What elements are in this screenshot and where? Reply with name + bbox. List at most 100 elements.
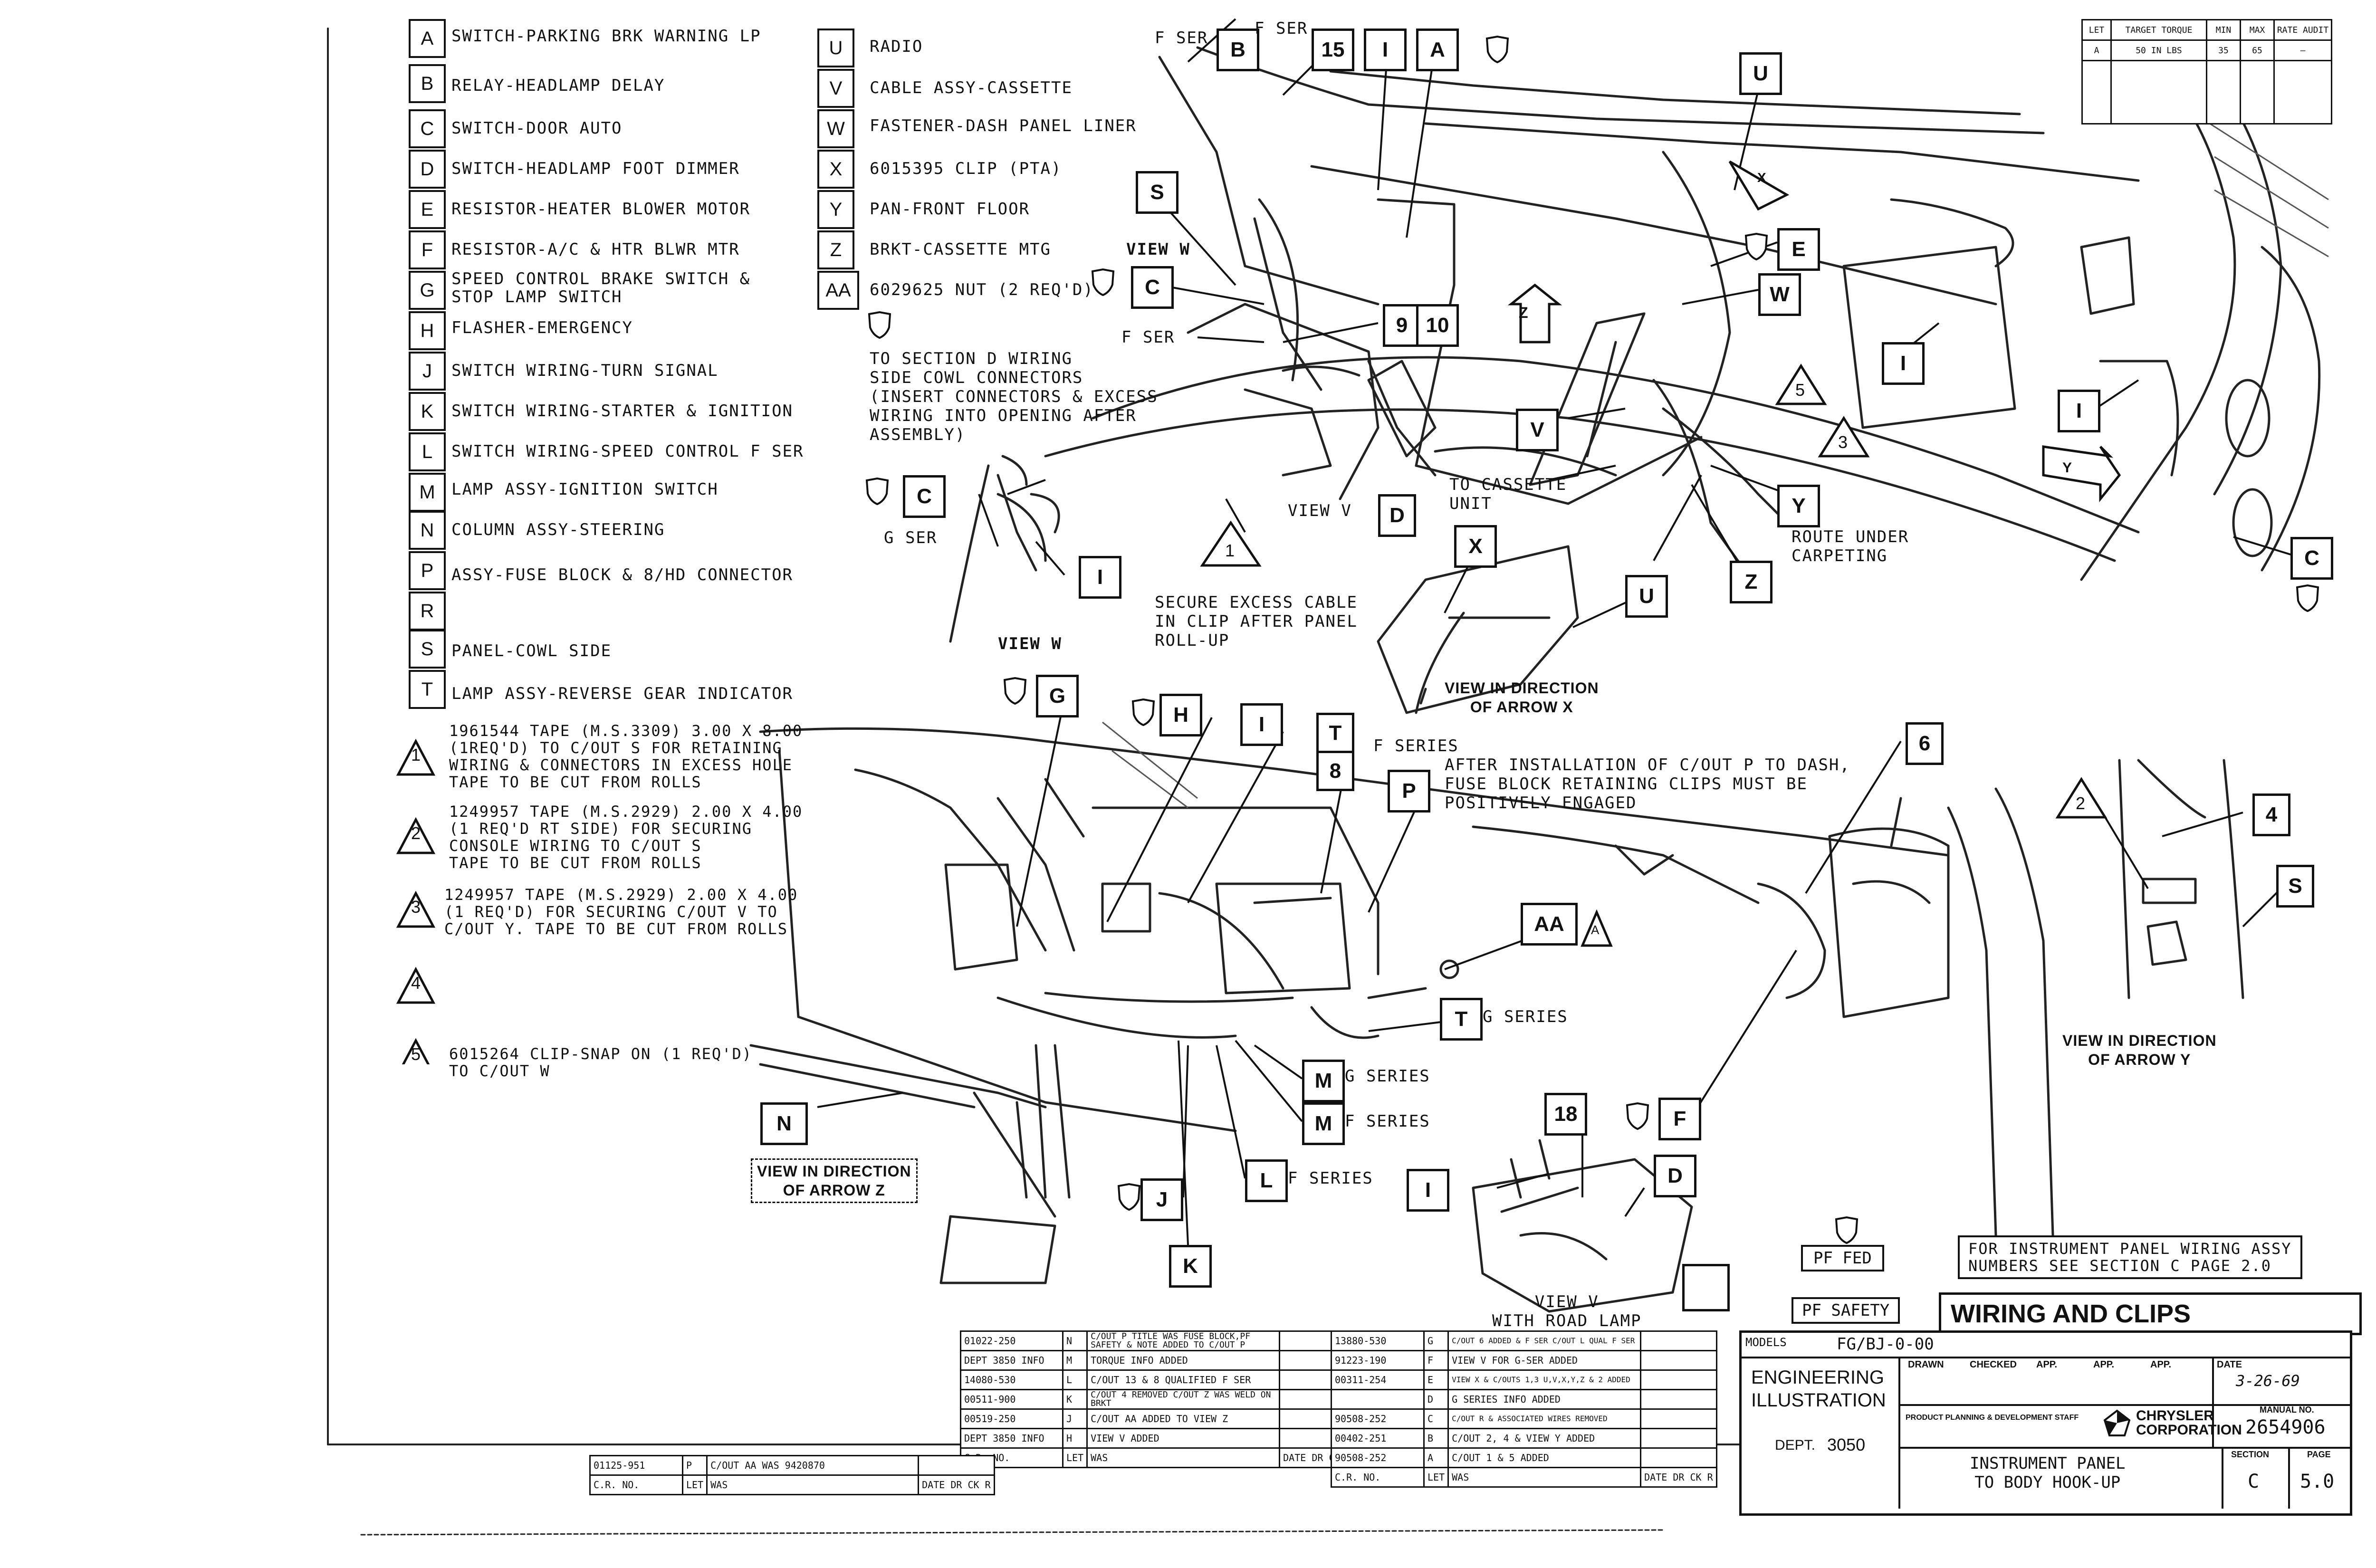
torque-header-audit: RATE AUDIT — [2273, 19, 2332, 41]
app-label: APP. — [2150, 1359, 2172, 1370]
label-secure-excess: SECURE EXCESS CABLE IN CLIP AFTER PANEL … — [1155, 593, 1358, 650]
note-num-3: 3 — [411, 897, 421, 917]
legend-text-k: SWITCH WIRING-STARTER & IGNITION — [451, 402, 794, 421]
callout-empty — [1682, 1264, 1730, 1311]
caption-view-arrow-y: VIEW IN DIRECTION OF ARROW Y — [2062, 1032, 2217, 1068]
legend-key-y: Y — [817, 190, 854, 229]
dept-value: 3050 — [1827, 1435, 1866, 1454]
legend-text-j: SWITCH WIRING-TURN SIGNAL — [451, 361, 719, 380]
page-value: 5.0 — [2300, 1471, 2335, 1492]
callout-d-2: D — [1654, 1155, 1696, 1197]
badge-pf-fed: PF FED — [1801, 1245, 1884, 1272]
label-route-under: ROUTE UNDER CARPETING — [1792, 527, 1909, 565]
legend-text-b: RELAY-HEADLAMP DELAY — [451, 76, 665, 95]
callout-h: H — [1159, 694, 1202, 736]
torque-cell: — — [2273, 39, 2332, 61]
arrow-label-x: X — [1757, 170, 1766, 185]
legend-key-k: K — [409, 392, 446, 431]
legend-text-n: COLUMN ASSY-STEERING — [451, 520, 665, 539]
chrysler-pentastar-icon — [2103, 1409, 2131, 1436]
legend-key-r: R — [409, 592, 446, 631]
label-view-w: VIEW W — [1126, 240, 1190, 259]
callout-w: W — [1758, 273, 1801, 316]
callout-e: E — [1777, 228, 1820, 271]
legend-key-f: F — [409, 230, 446, 269]
legend-key-b: B — [409, 64, 446, 103]
date-value: 3-26-69 — [2236, 1372, 2300, 1390]
callout-i-6: I — [1407, 1169, 1449, 1212]
callout-10: 10 — [1416, 304, 1459, 347]
legend-key-m: M — [409, 473, 446, 512]
label-view-v: VIEW V — [1288, 501, 1352, 520]
note-triangles — [396, 738, 436, 1064]
legend-text-aa: 6029625 NUT (2 REQ'D) — [870, 280, 1094, 299]
label-view-w-bottom: VIEW W — [998, 634, 1062, 653]
callout-18: 18 — [1544, 1093, 1587, 1136]
label-f-ser: F SER — [1155, 29, 1208, 48]
diagram-triangle-1: 1 — [1225, 541, 1235, 560]
legend-key-h: H — [409, 311, 446, 350]
manual-number: 2654906 — [2245, 1416, 2326, 1438]
callout-x: X — [1454, 525, 1497, 568]
legend-text-u: RADIO — [870, 37, 923, 56]
drawing-title: WIRING AND CLIPS — [1939, 1292, 2362, 1335]
callout-b: B — [1217, 29, 1259, 71]
legend-text-v: CABLE ASSY-CASSETTE — [870, 78, 1073, 97]
badge-pf-safety: PF SAFETY — [1792, 1297, 1900, 1324]
title-block: MODELS FG/BJ-0-00 ENGINEERING ILLUSTRATI… — [1739, 1330, 2352, 1516]
torque-header-target: TARGET TORQUE — [2110, 19, 2207, 41]
callout-m-g: M — [1302, 1060, 1345, 1102]
shield-icon — [865, 478, 889, 505]
note-text-1: 1961544 TAPE (M.S.3309) 3.00 X 8.00 (1RE… — [449, 722, 803, 791]
torque-cell: 65 — [2240, 39, 2275, 61]
section-value: C — [2248, 1471, 2260, 1492]
callout-i-5: I — [1240, 703, 1283, 746]
callout-n: N — [760, 1102, 808, 1145]
callout-a: A — [1416, 29, 1459, 71]
legend-key-l: L — [409, 432, 446, 471]
legend-text-x: 6015395 CLIP (PTA) — [870, 159, 1062, 178]
shield-icon — [1744, 233, 1768, 260]
callout-u-2: U — [1625, 575, 1668, 618]
legend-key-w: W — [817, 109, 854, 148]
callout-k: K — [1169, 1245, 1212, 1288]
legend-text-e: RESISTOR-HEATER BLOWER MOTOR — [451, 200, 751, 219]
legend-key-u: U — [817, 29, 854, 67]
callout-i-3: I — [2058, 390, 2100, 432]
dept-label: DEPT. — [1775, 1437, 1816, 1453]
legend-key-aa: AA — [817, 271, 859, 310]
label-g-series: G SERIES — [1345, 1067, 1430, 1086]
label-f-series: F SERIES — [1373, 736, 1459, 755]
label-to-section-d: TO SECTION D WIRING SIDE COWL CONNECTORS… — [870, 349, 1158, 444]
shield-icon — [1626, 1102, 1649, 1130]
note-text-2: 1249957 TAPE (M.S.2929) 2.00 X 4.00 (1 R… — [449, 803, 803, 872]
engineering-illustration-label: ENGINEERING ILLUSTRATION — [1751, 1367, 1886, 1411]
callout-v: V — [1516, 409, 1559, 451]
legend-key-p: P — [409, 551, 446, 590]
callout-f: F — [1658, 1098, 1701, 1140]
callout-s-2: S — [2276, 865, 2314, 908]
legend-text-w: FASTENER-DASH PANEL LINER — [870, 116, 1137, 135]
date-label: DATE — [2217, 1359, 2242, 1370]
legend-text-a: SWITCH-PARKING BRK WARNING LP — [451, 27, 761, 46]
shield-icon — [868, 311, 891, 339]
callout-6: 6 — [1906, 722, 1944, 765]
diagram-triangle-2: 2 — [2076, 794, 2086, 813]
callout-g: G — [1036, 675, 1079, 717]
legend-text-h: FLASHER-EMERGENCY — [451, 318, 633, 337]
legend-text-l: SWITCH WIRING-SPEED CONTROL F SER — [451, 442, 804, 461]
callout-d: D — [1378, 494, 1416, 537]
